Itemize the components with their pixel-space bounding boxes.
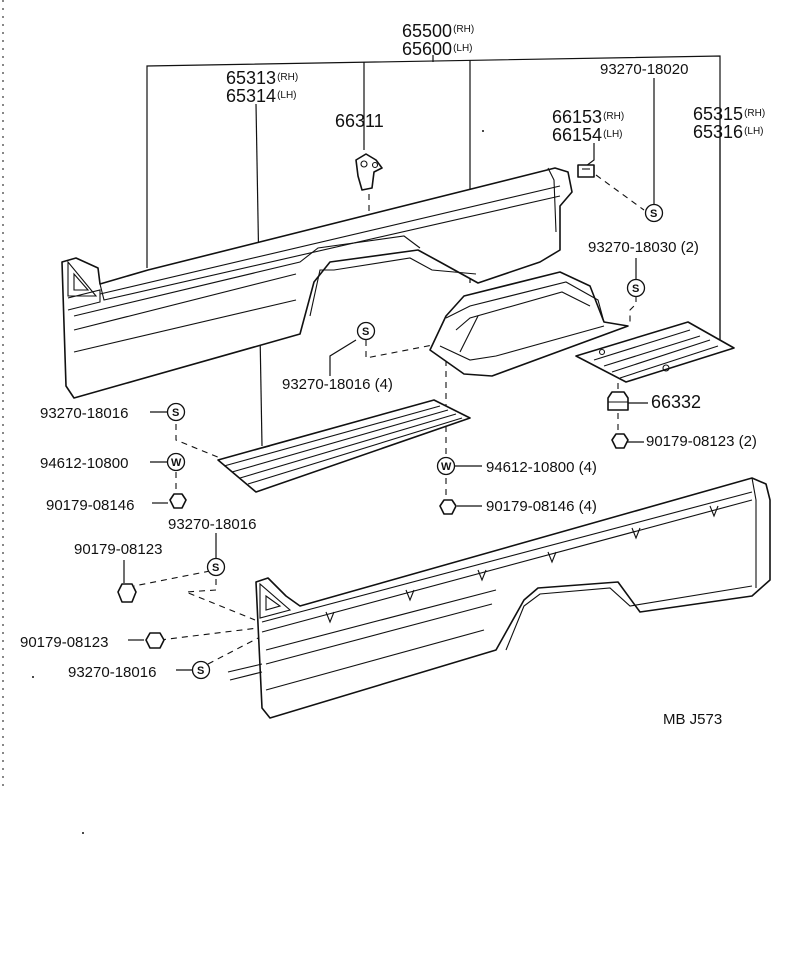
bracket-66153 bbox=[577, 164, 595, 178]
label-93270-18016-4: 93270-18016 (4) bbox=[282, 376, 393, 393]
label-65313: 65313(RH) bbox=[226, 68, 298, 88]
label-90179-08123-b: 90179-08123 bbox=[20, 634, 108, 651]
svg-text:S: S bbox=[172, 407, 179, 419]
label-65316: 65316(LH) bbox=[693, 122, 764, 142]
label-65315: 65315(RH) bbox=[693, 104, 765, 124]
label-94612-10800-4: 94612-10800 (4) bbox=[486, 459, 597, 476]
label-66154: 66154(LH) bbox=[552, 125, 623, 145]
nut-center bbox=[439, 499, 457, 515]
svg-text:S: S bbox=[197, 665, 204, 677]
floor-plate-left bbox=[217, 399, 471, 493]
w-symbol-94612-10800-a: W bbox=[166, 452, 186, 472]
speck bbox=[32, 676, 34, 678]
nut-lower-left bbox=[117, 583, 137, 603]
label-65500: 65500(RH) bbox=[402, 21, 474, 41]
label-66311: 66311 bbox=[335, 111, 384, 131]
label-93270-18016-a: 93270-18016 bbox=[40, 405, 128, 422]
s-symbol-93270-18030: S bbox=[626, 278, 646, 298]
nut-left bbox=[169, 493, 187, 509]
leader-lines bbox=[123, 55, 721, 671]
label-93270-18030: 93270-18030 (2) bbox=[588, 239, 699, 256]
label-90179-08146-4: 90179-08146 (4) bbox=[486, 498, 597, 515]
diagram-code: MB J573 bbox=[663, 711, 722, 728]
label-65314: 65314(LH) bbox=[226, 86, 297, 106]
wheel-house bbox=[429, 271, 629, 377]
label-94612-10800-a: 94612-10800 bbox=[40, 455, 128, 472]
label-90179-08146-a: 90179-08146 bbox=[46, 497, 134, 514]
speck bbox=[82, 832, 84, 834]
label-90179-08123-a: 90179-08123 bbox=[74, 541, 162, 558]
label-66332: 66332 bbox=[651, 392, 701, 412]
floor-plate-right bbox=[575, 321, 735, 383]
svg-text:W: W bbox=[441, 461, 452, 473]
s-symbol-93270-18020: S bbox=[644, 203, 664, 223]
callout-labels: 65500(RH) 65600(LH) 65313(RH) 65314(LH) … bbox=[20, 21, 765, 728]
nut-right bbox=[611, 433, 629, 449]
bed-side-panel-rear bbox=[227, 477, 771, 719]
svg-text:S: S bbox=[650, 208, 657, 220]
label-93270-18016-c: 93270-18016 bbox=[68, 664, 156, 681]
s-symbol-93270-18016-c: S bbox=[191, 660, 211, 680]
svg-text:S: S bbox=[212, 562, 219, 574]
speck bbox=[482, 130, 484, 132]
nut-lower-left-2 bbox=[145, 632, 165, 649]
hook-66311 bbox=[355, 153, 383, 191]
fastener-symbols: S S S S W W S S bbox=[166, 203, 664, 680]
label-66153: 66153(RH) bbox=[552, 107, 624, 127]
s-symbol-93270-18016-4: S bbox=[356, 321, 376, 341]
label-90179-08123-2: 90179-08123 (2) bbox=[646, 433, 757, 450]
s-symbol-93270-18016-a: S bbox=[166, 402, 186, 422]
bed-side-panel-front bbox=[61, 167, 573, 399]
svg-text:S: S bbox=[362, 326, 369, 338]
label-93270-18020: 93270-18020 bbox=[600, 61, 688, 78]
w-symbol-94612-10800-4: W bbox=[436, 456, 456, 476]
s-symbol-93270-18016-b: S bbox=[206, 557, 226, 577]
svg-text:W: W bbox=[171, 457, 182, 469]
svg-text:S: S bbox=[632, 283, 639, 295]
cushion-66332 bbox=[607, 391, 629, 411]
label-93270-18016-b: 93270-18016 bbox=[168, 516, 256, 533]
label-65600: 65600(LH) bbox=[402, 39, 473, 59]
